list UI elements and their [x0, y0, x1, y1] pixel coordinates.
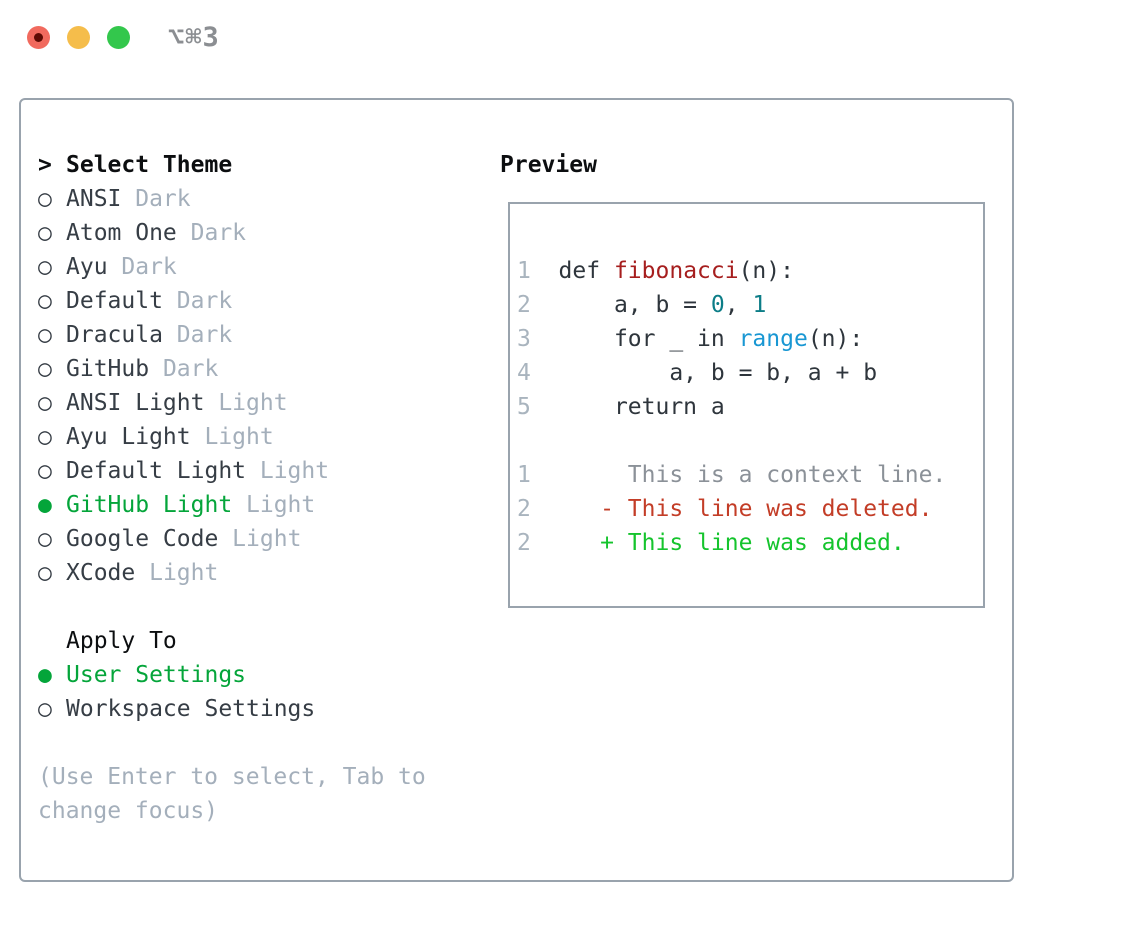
apply-to-header: Apply To: [38, 624, 478, 658]
radio-icon: ○: [38, 186, 52, 212]
preview-box: 1 def fibonacci(n): 2 a, b = 0, 1 3 for _ …: [508, 202, 985, 608]
preview-line: 5 return a: [517, 394, 725, 420]
radio-icon: ○: [38, 696, 52, 722]
theme-name: Google Code: [66, 526, 219, 552]
theme-variant-badge: Dark: [162, 288, 233, 314]
theme-name: Default Light: [66, 458, 247, 484]
preview-line: [517, 424, 983, 458]
theme-list: > Select Theme ○ ANSI Dark ○ Atom One Dark ○ Ay…: [38, 148, 478, 828]
theme-variant-badge: Light: [218, 526, 302, 552]
preview-line: 1 This is a context line.: [517, 462, 947, 488]
theme-name: Dracula: [66, 322, 163, 348]
theme-name: Atom One: [66, 220, 177, 246]
radio-icon: ○: [38, 424, 52, 450]
zoom-button[interactable]: [107, 26, 130, 49]
apply-to-option[interactable]: ○ Workspace Settings: [38, 692, 478, 726]
theme-option[interactable]: ● GitHub Light Light: [38, 488, 478, 522]
apply-to-label: Apply To: [66, 628, 177, 654]
theme-option[interactable]: ○ Ayu Dark: [38, 250, 478, 284]
theme-option[interactable]: ○ ANSI Light Light: [38, 386, 478, 420]
theme-variant-badge: Dark: [149, 356, 219, 382]
preview-line: 1 def fibonacci(n):: [517, 258, 794, 284]
cursor-icon: >: [38, 152, 52, 178]
hint-text: change focus): [38, 798, 219, 824]
theme-variant-badge: Dark: [176, 220, 247, 246]
theme-name: Default: [66, 288, 163, 314]
preview-line: [517, 220, 983, 254]
theme-option[interactable]: ○ Default Light Light: [38, 454, 478, 488]
theme-variant-badge: Light: [190, 424, 274, 450]
traffic-lights: [27, 26, 130, 49]
radio-selected-icon: ●: [38, 662, 52, 688]
theme-name: XCode: [66, 560, 136, 586]
radio-icon: ○: [38, 322, 52, 348]
theme-option[interactable]: ○ ANSI Dark: [38, 182, 478, 216]
theme-variant-badge: Light: [232, 492, 316, 518]
theme-name: GitHub Light: [66, 492, 233, 518]
radio-icon: ○: [38, 458, 52, 484]
theme-variant-badge: Dark: [107, 254, 177, 280]
window-titlebar: ⌥⌘3: [0, 0, 1140, 76]
theme-option[interactable]: ○ Default Dark: [38, 284, 478, 318]
theme-option[interactable]: ○ Dracula Dark: [38, 318, 478, 352]
theme-option[interactable]: ○ GitHub Dark: [38, 352, 478, 386]
theme-variant-badge: Dark: [121, 186, 191, 212]
preview-code: 1 def fibonacci(n): 2 a, b = 0, 1 3 for _ …: [510, 204, 983, 560]
theme-name: GitHub: [66, 356, 150, 382]
radio-icon: ○: [38, 254, 52, 280]
theme-name: Ayu: [66, 254, 108, 280]
radio-icon: ○: [38, 560, 52, 586]
theme-variant-badge: Light: [135, 560, 219, 586]
theme-variant-badge: Dark: [162, 322, 233, 348]
radio-icon: ○: [38, 220, 52, 246]
theme-name: ANSI: [66, 186, 122, 212]
theme-variant-badge: Light: [246, 458, 330, 484]
theme-selector-panel: > Select Theme ○ ANSI Dark ○ Atom One Dark ○ Ay…: [19, 98, 1014, 882]
theme-option[interactable]: ○ XCode Light: [38, 556, 478, 590]
theme-list-header-label: Select Theme: [66, 152, 233, 178]
preview-line: 2 + This line was added.: [517, 530, 905, 556]
theme-variant-badge: Light: [204, 390, 288, 416]
preview-line: 3 for _ in range(n):: [517, 326, 864, 352]
preview-title: Preview: [500, 152, 597, 178]
minimize-button[interactable]: [67, 26, 90, 49]
close-button[interactable]: [27, 26, 50, 49]
theme-list-header: > Select Theme: [38, 148, 478, 182]
radio-icon: ○: [38, 526, 52, 552]
window-title: ⌥⌘3: [168, 22, 220, 53]
apply-to-option-label: Workspace Settings: [66, 696, 316, 722]
preview-line: 2 a, b = 0, 1: [517, 292, 767, 318]
theme-option[interactable]: ○ Google Code Light: [38, 522, 478, 556]
radio-selected-icon: ●: [38, 492, 52, 518]
theme-option[interactable]: ○ Ayu Light Light: [38, 420, 478, 454]
apply-to-option-label: User Settings: [66, 662, 247, 688]
preview-line: 4 a, b = b, a + b: [517, 360, 878, 386]
radio-icon: ○: [38, 288, 52, 314]
theme-option[interactable]: ○ Atom One Dark: [38, 216, 478, 250]
radio-icon: ○: [38, 390, 52, 416]
apply-to-option[interactable]: ● User Settings: [38, 658, 478, 692]
radio-icon: ○: [38, 356, 52, 382]
theme-name: Ayu Light: [66, 424, 191, 450]
theme-name: ANSI Light: [66, 390, 205, 416]
preview-line: 2 - This line was deleted.: [517, 496, 933, 522]
hint-text: (Use Enter to select, Tab to: [38, 764, 426, 790]
